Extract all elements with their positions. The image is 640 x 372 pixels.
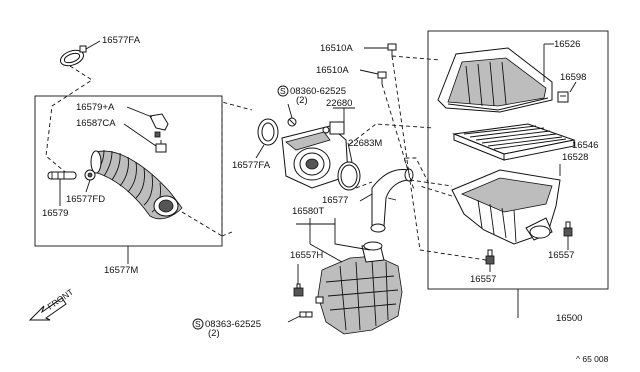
gasket-22683M-icon (337, 161, 361, 191)
clamp-mid-icon (257, 118, 279, 146)
label-screw2-code: 08363-62525 (205, 319, 261, 330)
label-16557H: 16557H (290, 250, 323, 261)
label-16546: 16546 (572, 140, 598, 151)
label-screw1-code: 08360-62525 (290, 86, 346, 97)
air-tube-16577-icon (370, 168, 414, 233)
label-16557-right: 16557 (548, 250, 574, 261)
grommet-16557-right-icon (563, 221, 573, 237)
label-16598: 16598 (560, 72, 586, 83)
screw-2-icon (299, 311, 313, 318)
air-filter-16546-icon (452, 123, 576, 161)
label-16577FD: 16577FD (66, 194, 105, 205)
label-16510A-2: 16510A (316, 65, 349, 76)
label-16580T: 16580T (292, 206, 324, 217)
label-22680: 22680 (326, 98, 352, 109)
resonator-16580T-icon (317, 241, 403, 335)
clamp-top-icon (59, 45, 87, 67)
label-16500: 16500 (556, 313, 582, 324)
airflow-meter-22680-icon (281, 121, 349, 189)
clamp-16579-icon (47, 171, 77, 180)
label-screw2-qty: (2) (208, 328, 220, 339)
grommet-16557H-icon (293, 283, 304, 297)
bolt-16579A-icon (149, 113, 169, 138)
label-16577FA-mid: 16577FA (232, 160, 271, 171)
label-16577M: 16577M (104, 265, 138, 276)
footer-code: ^ 65 008 (576, 354, 609, 364)
front-arrow-icon (28, 297, 67, 321)
bolt-16510A-2-icon (377, 71, 387, 84)
screw2-s-mark: S (195, 319, 201, 329)
label-16528: 16528 (562, 152, 588, 163)
label-16579A: 16579+A (76, 102, 115, 113)
screw1-s-mark: S (280, 86, 286, 96)
grommet-16557-bottom-icon (485, 249, 495, 265)
label-screw1-qty: (2) (296, 95, 308, 106)
clip-16598-icon (557, 91, 569, 103)
label-16510A-1: 16510A (320, 43, 353, 54)
screw-1-icon (287, 117, 297, 127)
clamp-16577FD-icon (84, 169, 96, 181)
label-22683M: 22683M (348, 138, 382, 149)
label-16577: 16577 (322, 195, 348, 206)
intake-duct-hose-icon (90, 149, 183, 220)
label-16557-bottom: 16557 (470, 274, 496, 285)
clip-16587CA-icon (155, 140, 167, 153)
duct-group-frame (34, 95, 223, 247)
label-16579: 16579 (42, 208, 68, 219)
label-16577FA-top: 16577FA (102, 35, 141, 46)
bolt-16510A-1-icon (387, 43, 397, 56)
label-16587CA: 16587CA (76, 118, 116, 129)
air-cleaner-case-16528-icon (451, 169, 561, 245)
label-16526: 16526 (554, 39, 580, 50)
air-cleaner-cover-16526-icon (437, 47, 553, 113)
grommet-16557H-b-icon (315, 296, 324, 304)
